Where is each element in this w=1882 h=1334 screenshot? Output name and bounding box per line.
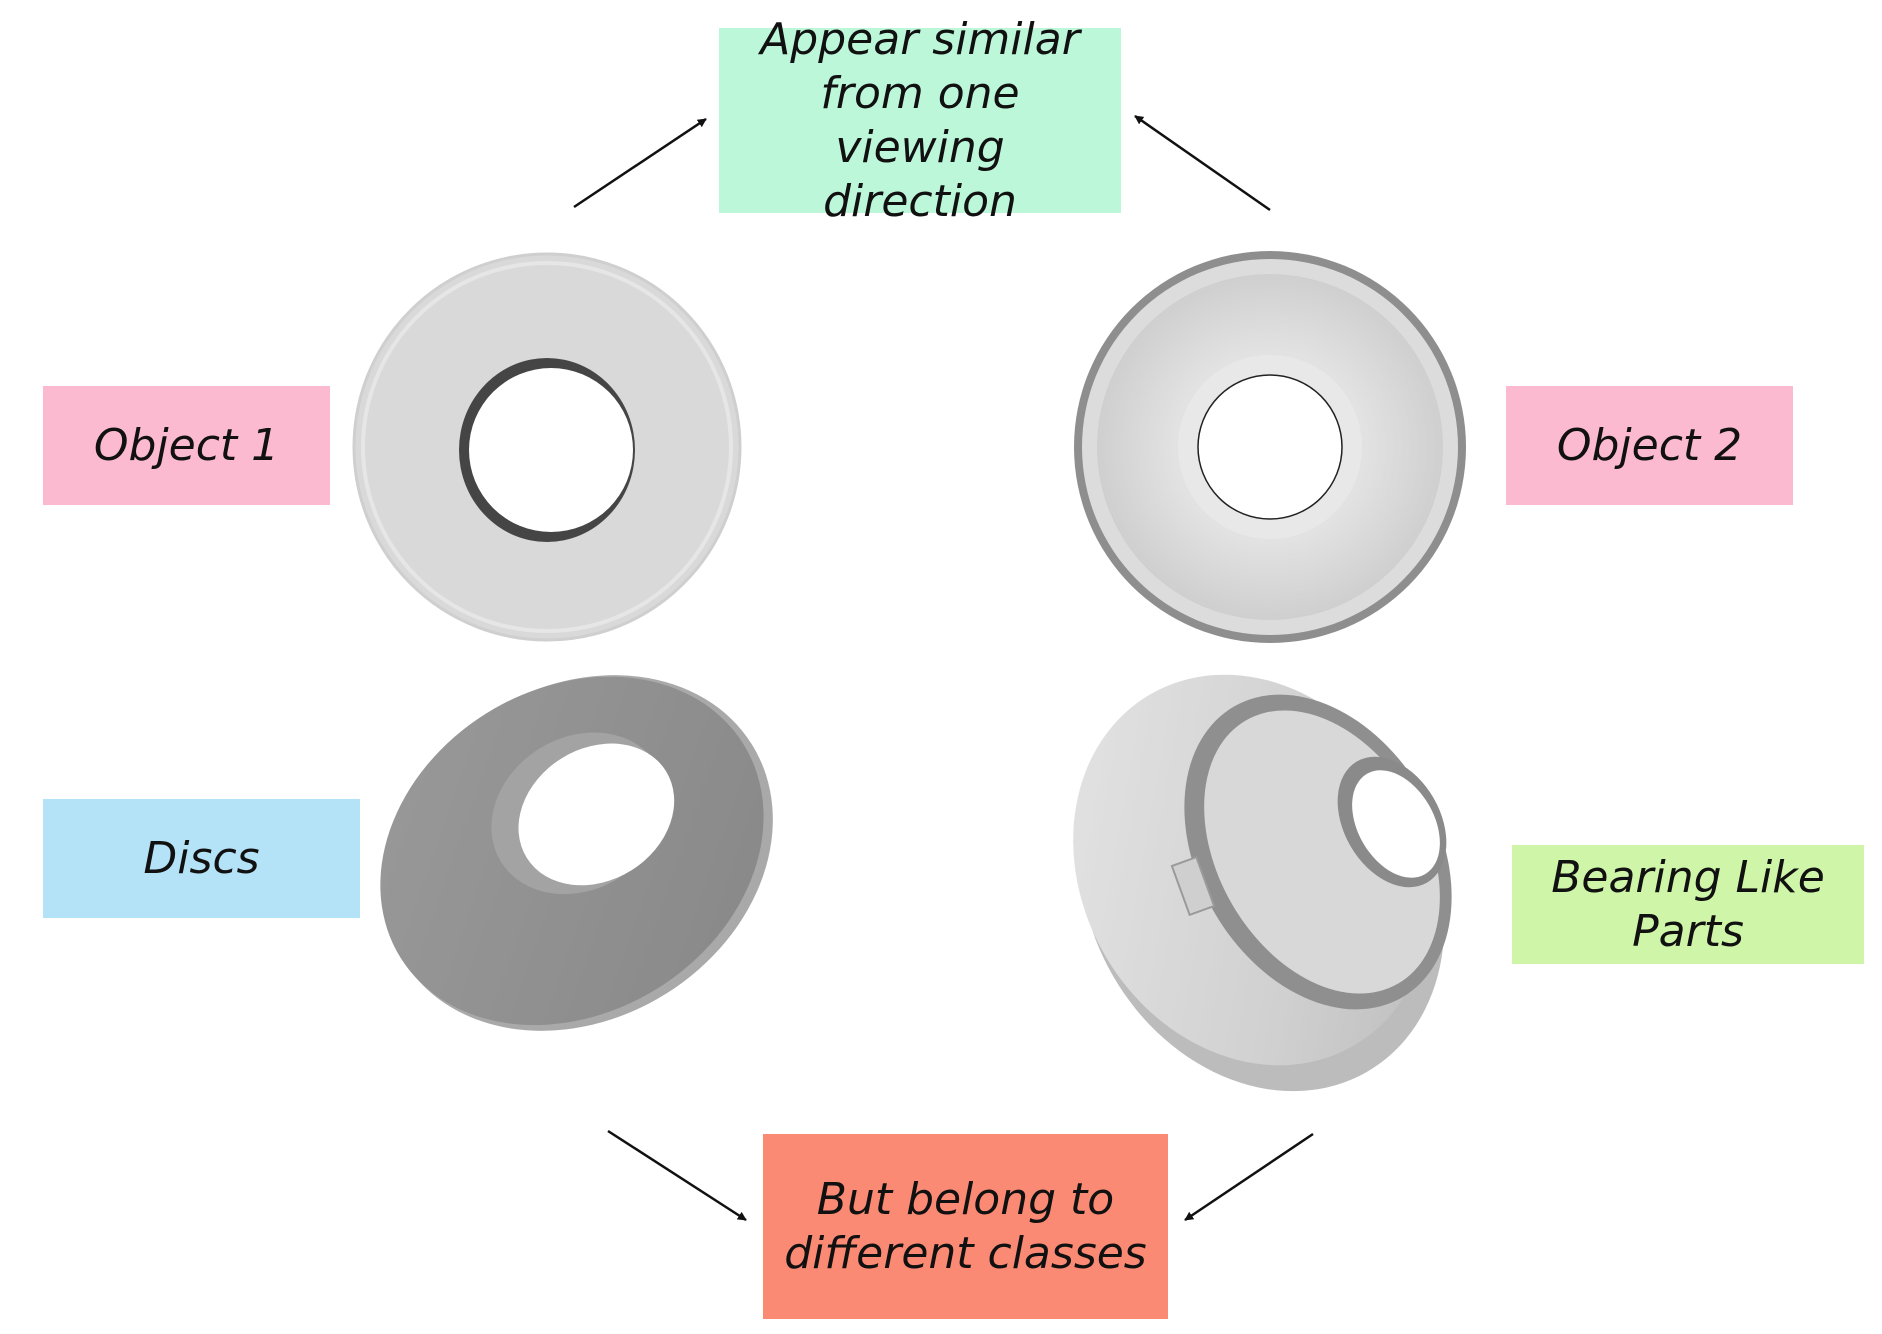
arrow-disc-to-bottom <box>607 1129 747 1222</box>
top-label-line-3: direction <box>823 175 1017 227</box>
bottom-label-box: But belong to different classes <box>763 1134 1168 1319</box>
class1-label-box: Discs <box>43 799 360 918</box>
object2-label-box: Object 2 <box>1506 386 1793 505</box>
object1-label: Object 1 <box>93 419 280 471</box>
class2-label-line-1: Bearing Like <box>1551 851 1825 903</box>
bearing-3d-view <box>1073 674 1452 1092</box>
arrow-object2-to-top <box>1134 114 1271 212</box>
arrow-object1-to-top <box>573 117 707 209</box>
object2-top-view <box>1074 251 1466 643</box>
top-label-line-1: Appear similar <box>760 13 1080 65</box>
object1-top-view <box>352 252 742 642</box>
class2-label-line-2: Parts <box>1632 905 1744 957</box>
object1-label-box: Object 1 <box>43 386 330 505</box>
bottom-label-line-2: different classes <box>784 1227 1147 1279</box>
object2-label: Object 2 <box>1556 419 1743 471</box>
top-label-line-2: from one viewing <box>820 67 1020 173</box>
arrow-bearing-to-bottom <box>1184 1132 1314 1222</box>
class2-label-box: Bearing Like Parts <box>1512 845 1864 964</box>
disc-3d-view <box>380 675 773 1031</box>
class1-label: Discs <box>143 832 260 884</box>
bottom-label-line-1: But belong to <box>816 1173 1115 1225</box>
top-label-box: Appear similar from one viewing directio… <box>719 14 1121 227</box>
